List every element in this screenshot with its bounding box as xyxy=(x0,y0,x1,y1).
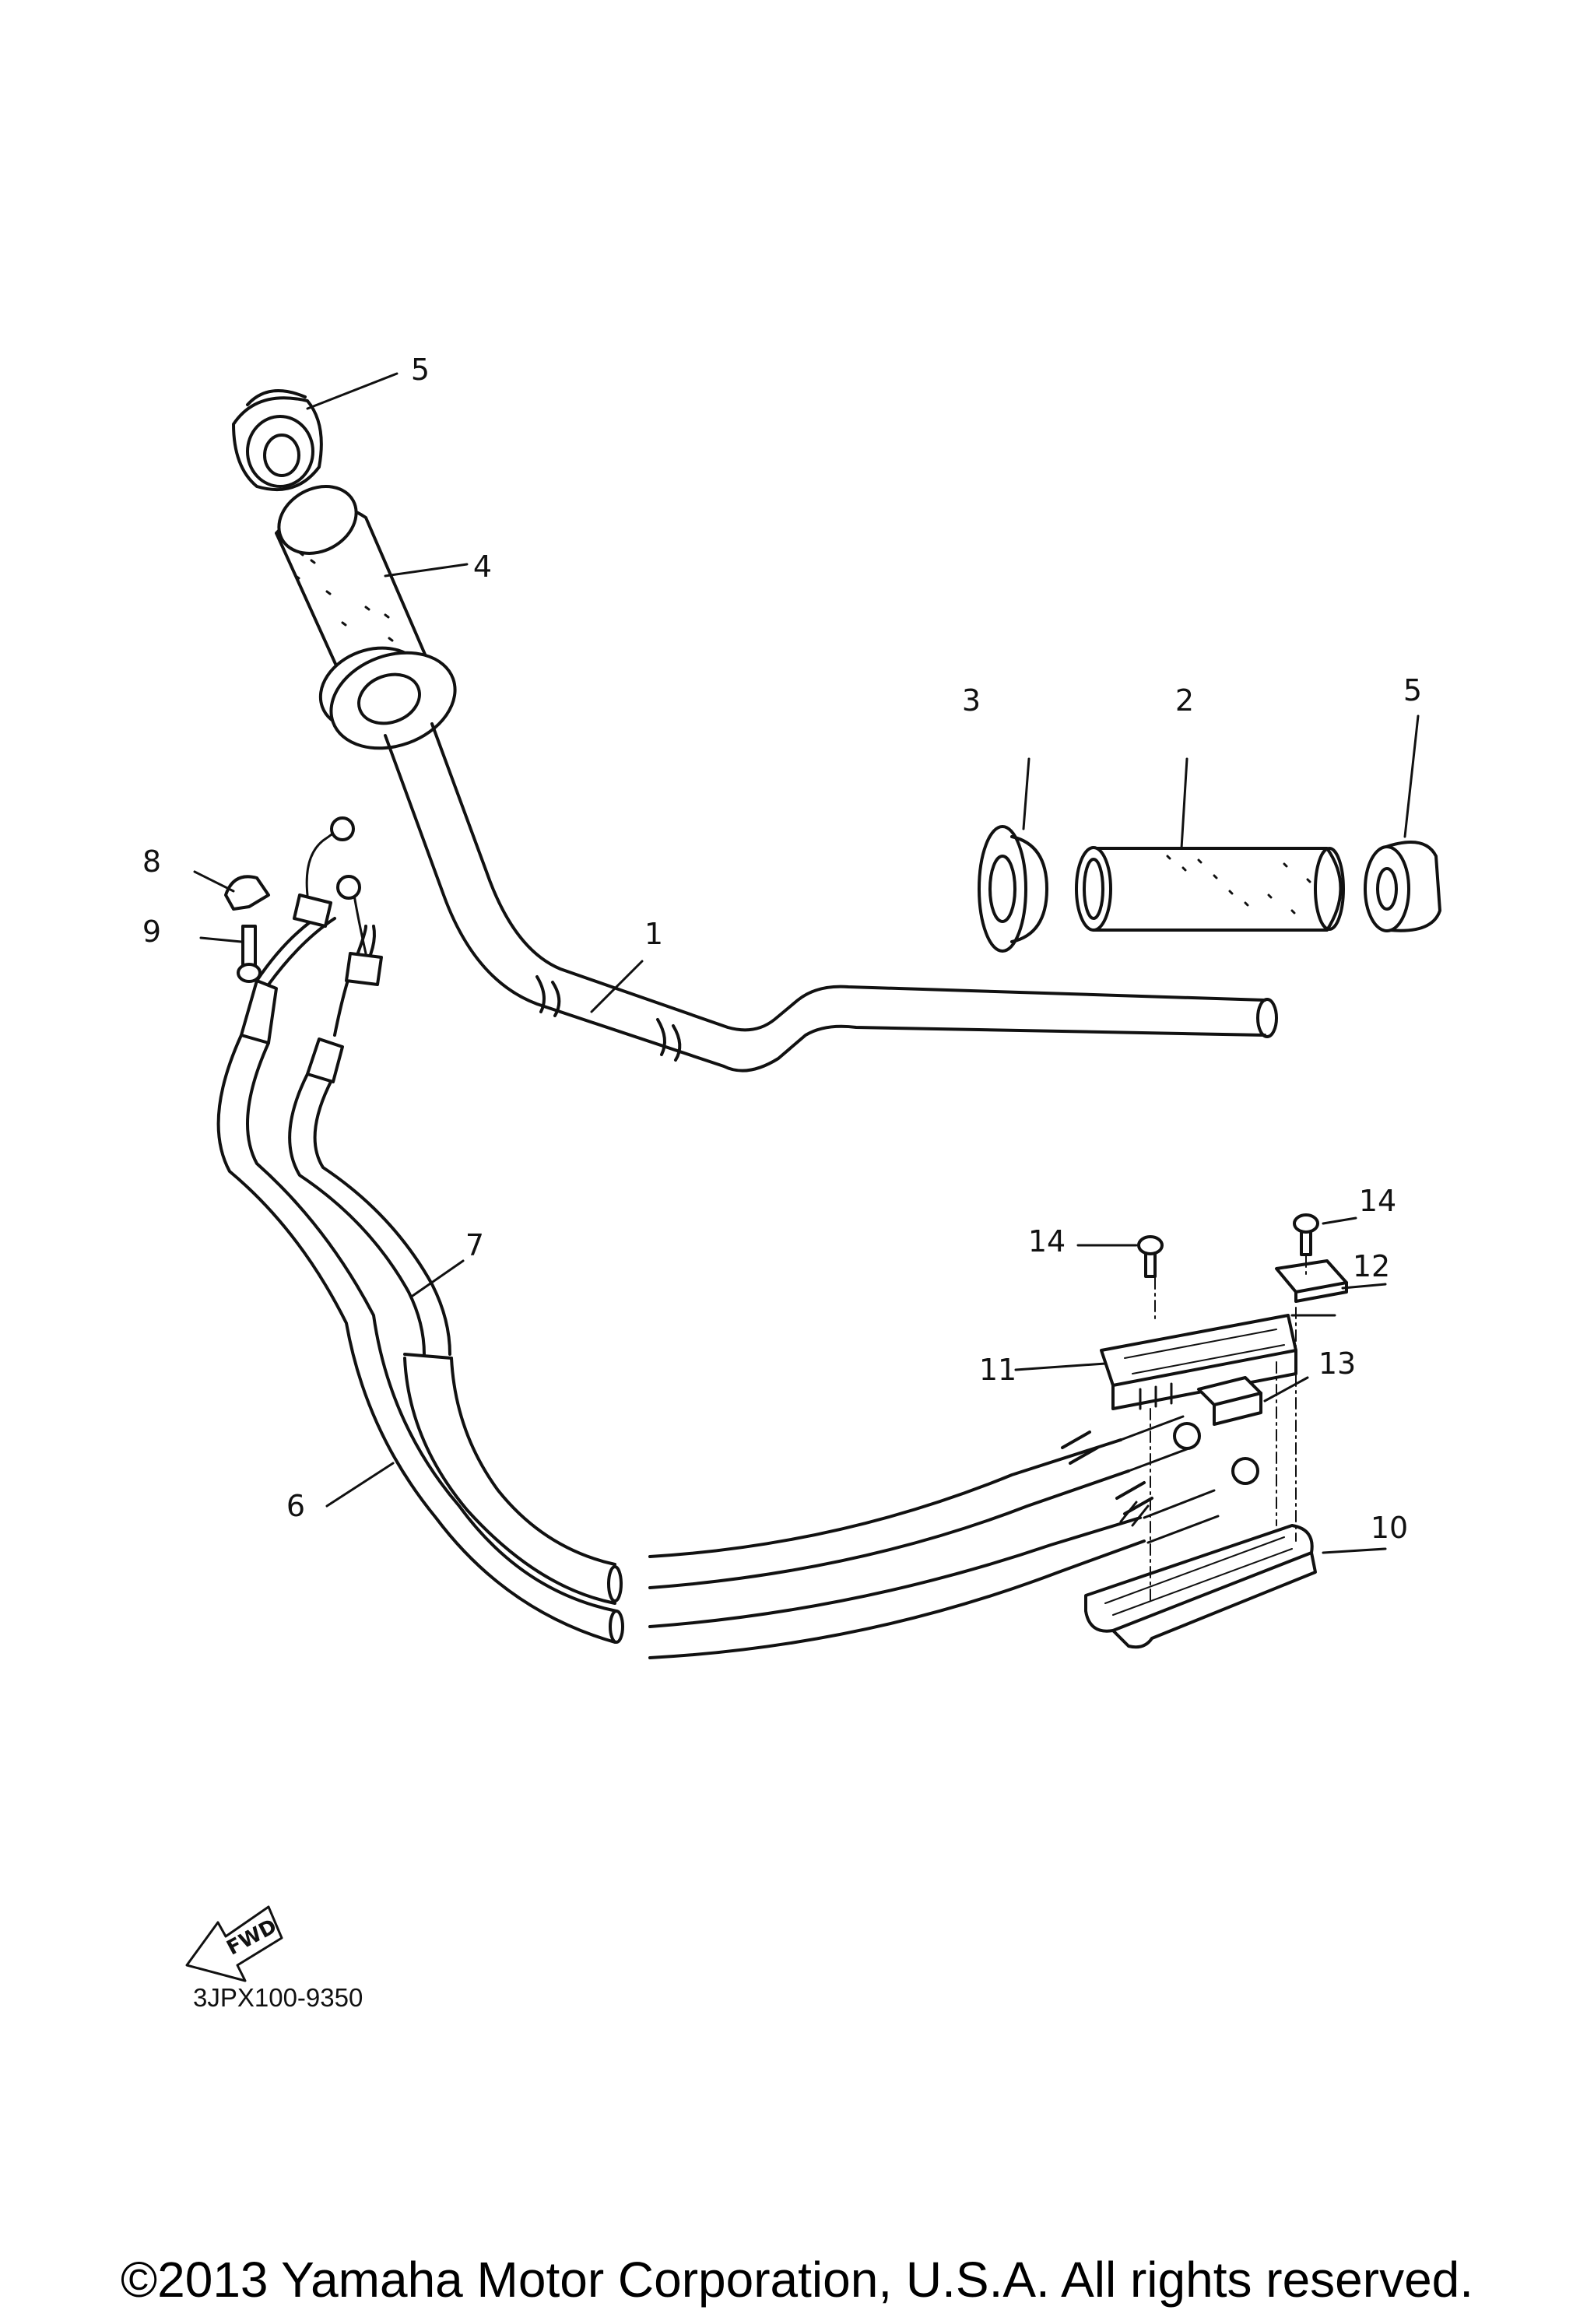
callout-6: 6 xyxy=(286,1489,306,1523)
screw-14-left xyxy=(1137,1235,1164,1278)
callout-3: 3 xyxy=(961,683,981,718)
switch-plate xyxy=(1275,1259,1348,1303)
callout-9: 9 xyxy=(142,915,162,949)
grip-end-top-left xyxy=(232,389,323,492)
callout-14-left: 14 xyxy=(1027,1224,1066,1259)
cable-end-fittings xyxy=(1061,1422,1259,1515)
callout-12: 12 xyxy=(1352,1249,1391,1283)
alignment-lines xyxy=(1150,1255,1307,1604)
callout-2: 2 xyxy=(1174,683,1195,718)
throttle-cable-7 xyxy=(288,875,1192,1605)
forward-direction-arrow: FWD xyxy=(185,1905,283,1982)
switch-knob xyxy=(1197,1376,1262,1426)
callout-7: 7 xyxy=(465,1228,485,1262)
drawing-code: 3JPX100-9350 xyxy=(193,1983,363,2012)
leader-lines xyxy=(193,372,1420,1554)
adjust-screw xyxy=(237,925,262,983)
callout-11: 11 xyxy=(978,1353,1017,1387)
callout-5-right: 5 xyxy=(1403,673,1423,707)
collar xyxy=(978,825,1048,953)
callout-4: 4 xyxy=(472,549,493,584)
throttle-cable-6 xyxy=(216,816,1220,1659)
callout-8: 8 xyxy=(142,844,162,879)
left-grip xyxy=(275,485,457,750)
callout-14-right: 14 xyxy=(1358,1184,1397,1218)
switch-housing-upper xyxy=(1100,1314,1297,1410)
callout-5-top: 5 xyxy=(410,353,430,387)
callout-13: 13 xyxy=(1318,1346,1357,1381)
handlebar xyxy=(384,722,1278,1072)
callout-10: 10 xyxy=(1370,1511,1409,1545)
copyright-notice: ©2013 Yamaha Motor Corporation, U.S.A. A… xyxy=(120,2252,1474,2308)
cable-clip xyxy=(224,875,270,911)
right-grip xyxy=(1075,846,1345,932)
callout-1: 1 xyxy=(644,917,664,951)
switch-housing-lower xyxy=(1084,1524,1317,1649)
grip-end-right xyxy=(1364,841,1441,932)
screw-14-right xyxy=(1293,1213,1319,1256)
